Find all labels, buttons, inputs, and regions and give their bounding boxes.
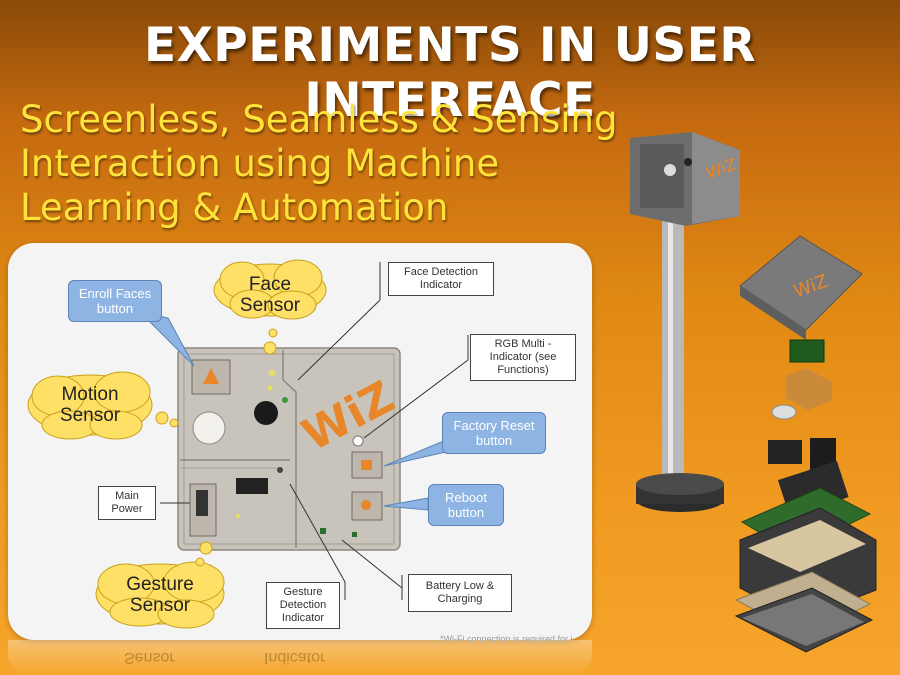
callout-arrows [138,311,447,511]
battery-label: Battery Low & Charging [408,574,512,612]
enroll-faces-callout: Enroll Faces button [68,280,162,322]
gesture-sensor-line-2: Sensor [129,595,191,616]
gesture-detection-indicator-label: Gesture Detection Indicator [266,582,340,629]
reboot-line-2: button [447,505,485,520]
device-on-stand-render: WiZ [630,132,740,512]
device-front-view: WiZ [177,347,402,551]
gesture-detection-line-2: Detection [279,599,327,611]
gesture-sensor-label: Gesture Sensor [108,574,212,616]
page-title: EXPERIMENTS IN USER INTERFACE [143,18,757,128]
cloud-shapes [27,259,327,629]
face-sensor-line-2: Sensor [239,295,301,316]
reflection-text-left: Sensor [124,649,175,666]
subtitle-line-2: Interaction using Machine [20,142,500,185]
subtitle-line-3: Learning & Automation [20,186,449,229]
reflection-text-right: Indicator [264,649,326,666]
factory-reset-line-2: button [475,433,513,448]
rgb-multi-line-1: RGB Multi - [494,338,552,350]
main-power-label: Main Power [98,486,156,520]
face-sensor-label: Face Sensor [228,274,312,316]
gesture-detection-line-1: Gesture [283,586,323,598]
battery-line-2: Charging [437,593,483,605]
enroll-faces-line-2: button [96,301,134,316]
main-power-line-1: Main [115,490,139,502]
factory-reset-callout: Factory Reset button [442,412,546,454]
battery-line-1: Battery Low & [425,580,495,592]
rgb-multi-line-2: Indicator (see [489,351,557,363]
face-detection-line-2: Indicator [419,279,463,291]
subtitle: Screenless, Seamless & Sensing Interacti… [20,98,620,230]
rgb-multi-indicator-label: RGB Multi - Indicator (see Functions) [470,334,576,381]
motion-sensor-line-2: Sensor [59,405,121,426]
subtitle-line-1: Screenless, Seamless & Sensing [20,98,618,141]
gesture-sensor-line-1: Gesture [126,574,194,595]
face-detection-indicator-label: Face Detection Indicator [388,262,494,296]
wifi-footnote: *Wi-Fi connection is required for i [440,634,573,644]
reboot-callout: Reboot button [428,484,504,526]
panel-reflection [8,640,592,675]
main-power-line-2: Power [111,503,143,515]
motion-sensor-label: Motion Sensor [42,384,138,426]
face-detection-line-1: Face Detection [404,266,478,278]
rgb-multi-line-3: Functions) [497,364,549,376]
gesture-detection-line-3: Indicator [281,612,325,624]
exploded-view-render: WiZ [734,235,877,653]
factory-reset-line-1: Factory Reset [453,418,535,433]
motion-sensor-line-1: Motion [61,384,119,405]
reboot-line-1: Reboot [445,490,487,505]
connector-lines [160,262,469,600]
enroll-faces-line-1: Enroll Faces [78,286,152,301]
face-sensor-line-1: Face [248,274,292,295]
